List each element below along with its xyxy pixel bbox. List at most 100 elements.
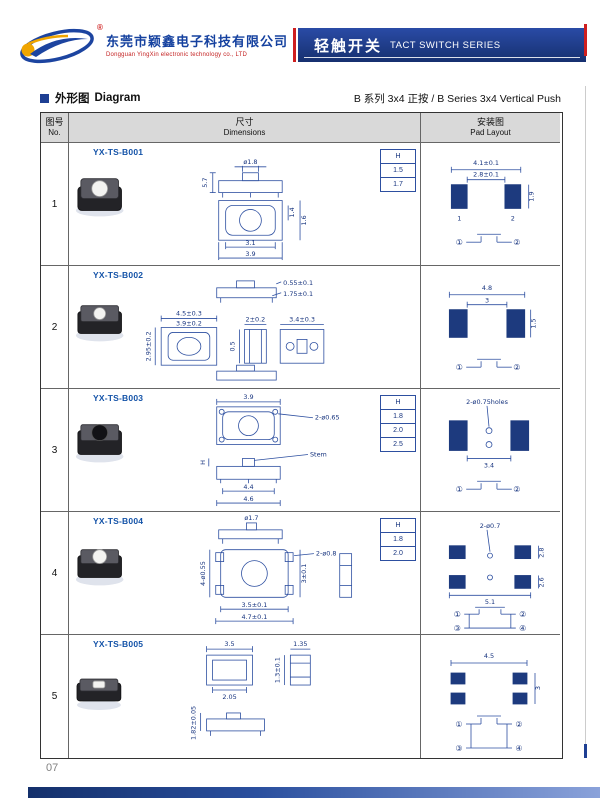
h-header: H	[395, 153, 401, 160]
dim-label: 3.5	[224, 640, 234, 648]
terminal-label: ④	[519, 624, 526, 633]
dim-label: 2.6	[538, 577, 546, 587]
terminal-label: ②	[519, 610, 526, 619]
dim-label: 1.35	[293, 640, 307, 648]
part-number: YX-TS-B001	[93, 147, 144, 157]
h-value: 2.0	[381, 546, 415, 560]
dim-label: 3	[534, 686, 542, 690]
pad-layout: 4.1±0.1 2.8±0.1 1.9 1 2	[450, 159, 536, 222]
dim-label: 2-ø0.8	[316, 550, 337, 558]
col-no-en: No.	[48, 128, 61, 138]
dim-label: 2-ø0.7	[480, 522, 501, 530]
dim-label: 2±0.2	[246, 316, 266, 324]
row-2-dimensions: YX-TS-B002 0.55±0.1 1.75±0.1	[69, 266, 421, 389]
dim-label: 2-ø0.75holes	[466, 398, 508, 406]
col-pad-en: Pad Layout	[470, 128, 511, 138]
dim-label: 4.8	[482, 284, 492, 292]
section-title: 外形图 Diagram	[40, 90, 141, 106]
row-3-pad-layout: 2-ø0.75holes 3.4 ① ②	[421, 389, 560, 512]
dim-label: 1.82±0.05	[190, 706, 198, 740]
part-number: YX-TS-B002	[93, 270, 144, 280]
page-edge-line	[585, 86, 586, 756]
dim-label: 0.5	[229, 341, 237, 351]
part-number: YX-TS-B004	[93, 516, 144, 526]
stem-label: Stem	[310, 450, 327, 458]
dim-label: 4.4	[243, 483, 253, 491]
dim-label: 4.6	[243, 495, 253, 503]
dim-label: 1.9	[528, 191, 536, 201]
terminal-label: ①	[454, 610, 461, 619]
top-view: 3.9 2-ø0.65	[216, 393, 340, 445]
company-logo	[20, 28, 94, 64]
dim-label: 3±0.1	[300, 564, 308, 584]
page-edge-red-tick	[584, 24, 587, 56]
front-view: 0.55±0.1 1.75±0.1	[216, 279, 313, 303]
dim-label: 4.5±0.3	[176, 310, 202, 318]
row-1-dimensions: YX-TS-B001 ø1.8 5.7	[69, 143, 421, 266]
circuit-symbol: ① ② ③ ④	[455, 715, 523, 753]
dim-label: 3.4±0.3	[289, 316, 315, 324]
col-dim-en: Dimensions	[223, 128, 266, 138]
row-1-pad-layout: 4.1±0.1 2.8±0.1 1.9 1 2 ① ②	[421, 143, 560, 266]
row-5-pad-layout: 4.5 3 ① ② ③ ④	[421, 635, 560, 758]
switch-photo	[75, 549, 124, 586]
circuit-symbol: ① ②	[456, 480, 520, 494]
col-header-no: 图号 No.	[41, 113, 69, 143]
series-banner: 轻触开关 TACT SWITCH SERIES	[298, 28, 586, 62]
top-view-b: 2±0.2 0.5	[229, 316, 267, 364]
h-value: 2.0	[381, 423, 415, 437]
terminal-label: ①	[456, 238, 463, 247]
dim-label: 4-ø0.55	[199, 561, 207, 586]
dim-label: 3	[485, 297, 489, 305]
section-bullet-icon	[40, 93, 49, 103]
dim-label: 1.6	[300, 215, 308, 225]
front-view: ø1.7	[218, 514, 283, 544]
section-heading: 外形图 Diagram B 系列 3x4 正按 / B Series 3x4 V…	[40, 90, 561, 106]
h-value: 1.7	[381, 177, 415, 191]
row-2-number: 2	[41, 266, 69, 389]
part-number: YX-TS-B005	[93, 639, 144, 649]
row-5-dimensions: YX-TS-B005 3.5 2.05	[69, 635, 421, 758]
front-view: Stem H 4.4 4.6	[199, 450, 327, 507]
dim-label: H	[199, 460, 207, 465]
pad-number: 1	[457, 214, 461, 222]
registered-mark: ®	[97, 23, 103, 32]
row-5-number: 5	[41, 635, 69, 758]
top-view-c: 3.4±0.3	[279, 316, 325, 364]
h-value: 1.8	[381, 409, 415, 423]
terminal-label: ②	[513, 363, 520, 372]
h-option-table: H 1.8 2.0 2.5	[380, 395, 416, 452]
terminal-label: ①	[456, 485, 463, 494]
dim-label: 3.5±0.1	[241, 601, 267, 609]
dim-label: ø1.7	[244, 514, 258, 522]
dim-label: 3.4	[484, 461, 494, 469]
dim-label: 4.7±0.1	[241, 613, 267, 621]
page-edge-blue-tick	[584, 744, 587, 758]
page-number: 07	[46, 762, 59, 774]
front-view: 1.82±0.05	[190, 706, 265, 740]
col-header-pad-layout: 安装图 Pad Layout	[421, 113, 560, 143]
banner-title-en: TACT SWITCH SERIES	[390, 39, 501, 51]
switch-photo	[75, 424, 124, 463]
h-value: 1.5	[381, 163, 415, 177]
front-view: ø1.8 5.7	[201, 158, 283, 198]
dim-label: 3.9	[243, 393, 253, 401]
row-1-number: 1	[41, 143, 69, 266]
banner-red-accent	[293, 28, 296, 62]
top-view: 3.1 3.9 1.4 1.6	[218, 200, 308, 261]
dim-label: 5.7	[201, 178, 209, 188]
dim-label: 1.75±0.1	[283, 290, 313, 298]
dim-label: 2.95±0.2	[144, 331, 152, 361]
side-view	[216, 364, 277, 381]
dim-label: 1.4	[288, 207, 296, 217]
bottom-bar	[28, 787, 600, 798]
part-number: YX-TS-B003	[93, 393, 144, 403]
section-title-cn: 外形图	[55, 93, 90, 105]
terminal-label: ②	[513, 485, 520, 494]
dim-label: 3.9±0.2	[176, 320, 202, 328]
dim-label: 2-ø0.65	[315, 414, 340, 422]
dim-label: 5.1	[485, 598, 495, 606]
switch-photo	[76, 678, 122, 710]
h-header: H	[395, 522, 401, 529]
dim-label: 4.1±0.1	[473, 159, 499, 167]
